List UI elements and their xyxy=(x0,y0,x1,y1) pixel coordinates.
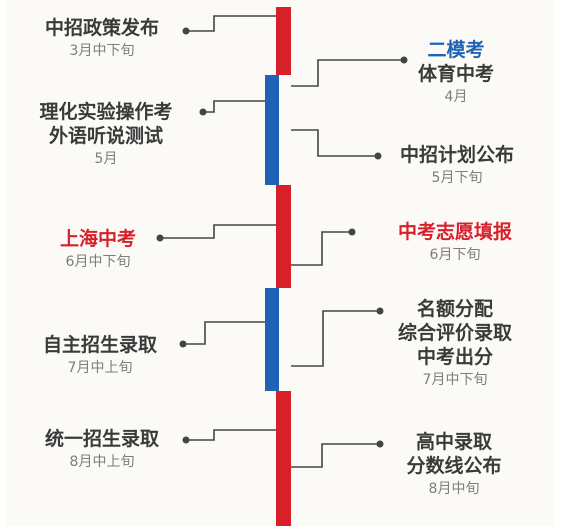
event-title: 名额分配 xyxy=(416,298,493,320)
connector-wish xyxy=(291,231,352,266)
event-title: 中招政策发布 xyxy=(44,17,159,39)
event-date: 5月 xyxy=(94,151,118,167)
connector-self xyxy=(183,321,276,345)
event-date: 8月中上旬 xyxy=(69,454,135,470)
event-quota: 名额分配 综合评价录取 中考出分 7月中下旬 xyxy=(380,297,530,389)
event-title: 上海中考 xyxy=(59,228,136,250)
event-title: 分数线公布 xyxy=(406,455,502,477)
dot-unified xyxy=(182,436,190,444)
timeline-segment-2 xyxy=(265,75,279,185)
dot-wish xyxy=(348,228,356,236)
connector-plan xyxy=(291,129,378,157)
event-title: 体育中考 xyxy=(417,63,494,85)
timeline-segment-5 xyxy=(276,391,291,526)
event-self: 自主招生录取 7月中上旬 xyxy=(20,333,180,377)
event-date: 7月中下旬 xyxy=(422,372,488,388)
event-title: 自主招生录取 xyxy=(42,334,157,356)
event-title: 二模考 xyxy=(427,39,485,61)
event-title: 中考志愿填报 xyxy=(397,221,512,243)
event-title: 外语听说测试 xyxy=(48,125,163,147)
connector-policy xyxy=(186,15,276,32)
timeline-segment-3 xyxy=(276,185,291,288)
dot-mock xyxy=(400,56,408,64)
connector-exam xyxy=(160,224,276,239)
event-lab: 理化实验操作考 外语听说测试 5月 xyxy=(12,100,200,168)
event-policy: 中招政策发布 3月中下旬 xyxy=(22,16,182,60)
connector-mock xyxy=(291,59,404,87)
event-date: 8月中旬 xyxy=(428,481,480,497)
event-highschool: 高中录取 分数线公布 8月中旬 xyxy=(398,430,510,498)
event-mock: 二模考 体育中考 4月 xyxy=(398,38,514,106)
event-title: 综合评价录取 xyxy=(397,322,512,344)
event-title: 统一招生录取 xyxy=(44,428,159,450)
dot-exam xyxy=(156,234,164,242)
event-unified: 统一招生录取 8月中上旬 xyxy=(22,427,182,471)
connector-unified xyxy=(186,429,276,441)
dot-lab xyxy=(199,108,207,116)
event-title: 中招计划公布 xyxy=(399,144,514,166)
event-title: 高中录取 xyxy=(415,431,492,453)
event-date: 4月 xyxy=(444,89,468,105)
event-wish: 中考志愿填报 6月下旬 xyxy=(380,220,530,264)
event-title: 理化实验操作考 xyxy=(39,101,173,123)
connector-highschool xyxy=(291,443,380,468)
timeline-segment-1 xyxy=(276,7,291,75)
dot-policy xyxy=(182,27,190,35)
event-title: 中考出分 xyxy=(416,346,493,368)
connector-lab xyxy=(203,100,276,113)
dot-plan xyxy=(374,152,382,160)
event-exam: 上海中考 6月中下旬 xyxy=(40,227,156,271)
event-date: 3月中下旬 xyxy=(69,43,135,59)
dot-highschool xyxy=(376,440,384,448)
dot-self xyxy=(179,340,187,348)
event-date: 5月下旬 xyxy=(431,170,483,186)
event-date: 6月下旬 xyxy=(429,247,481,263)
connector-quota xyxy=(291,310,380,367)
event-date: 7月中上旬 xyxy=(67,360,133,376)
timeline-segment-4 xyxy=(265,288,279,391)
dot-quota xyxy=(376,307,384,315)
event-plan: 中招计划公布 5月下旬 xyxy=(383,143,531,187)
event-date: 6月中下旬 xyxy=(65,254,131,270)
